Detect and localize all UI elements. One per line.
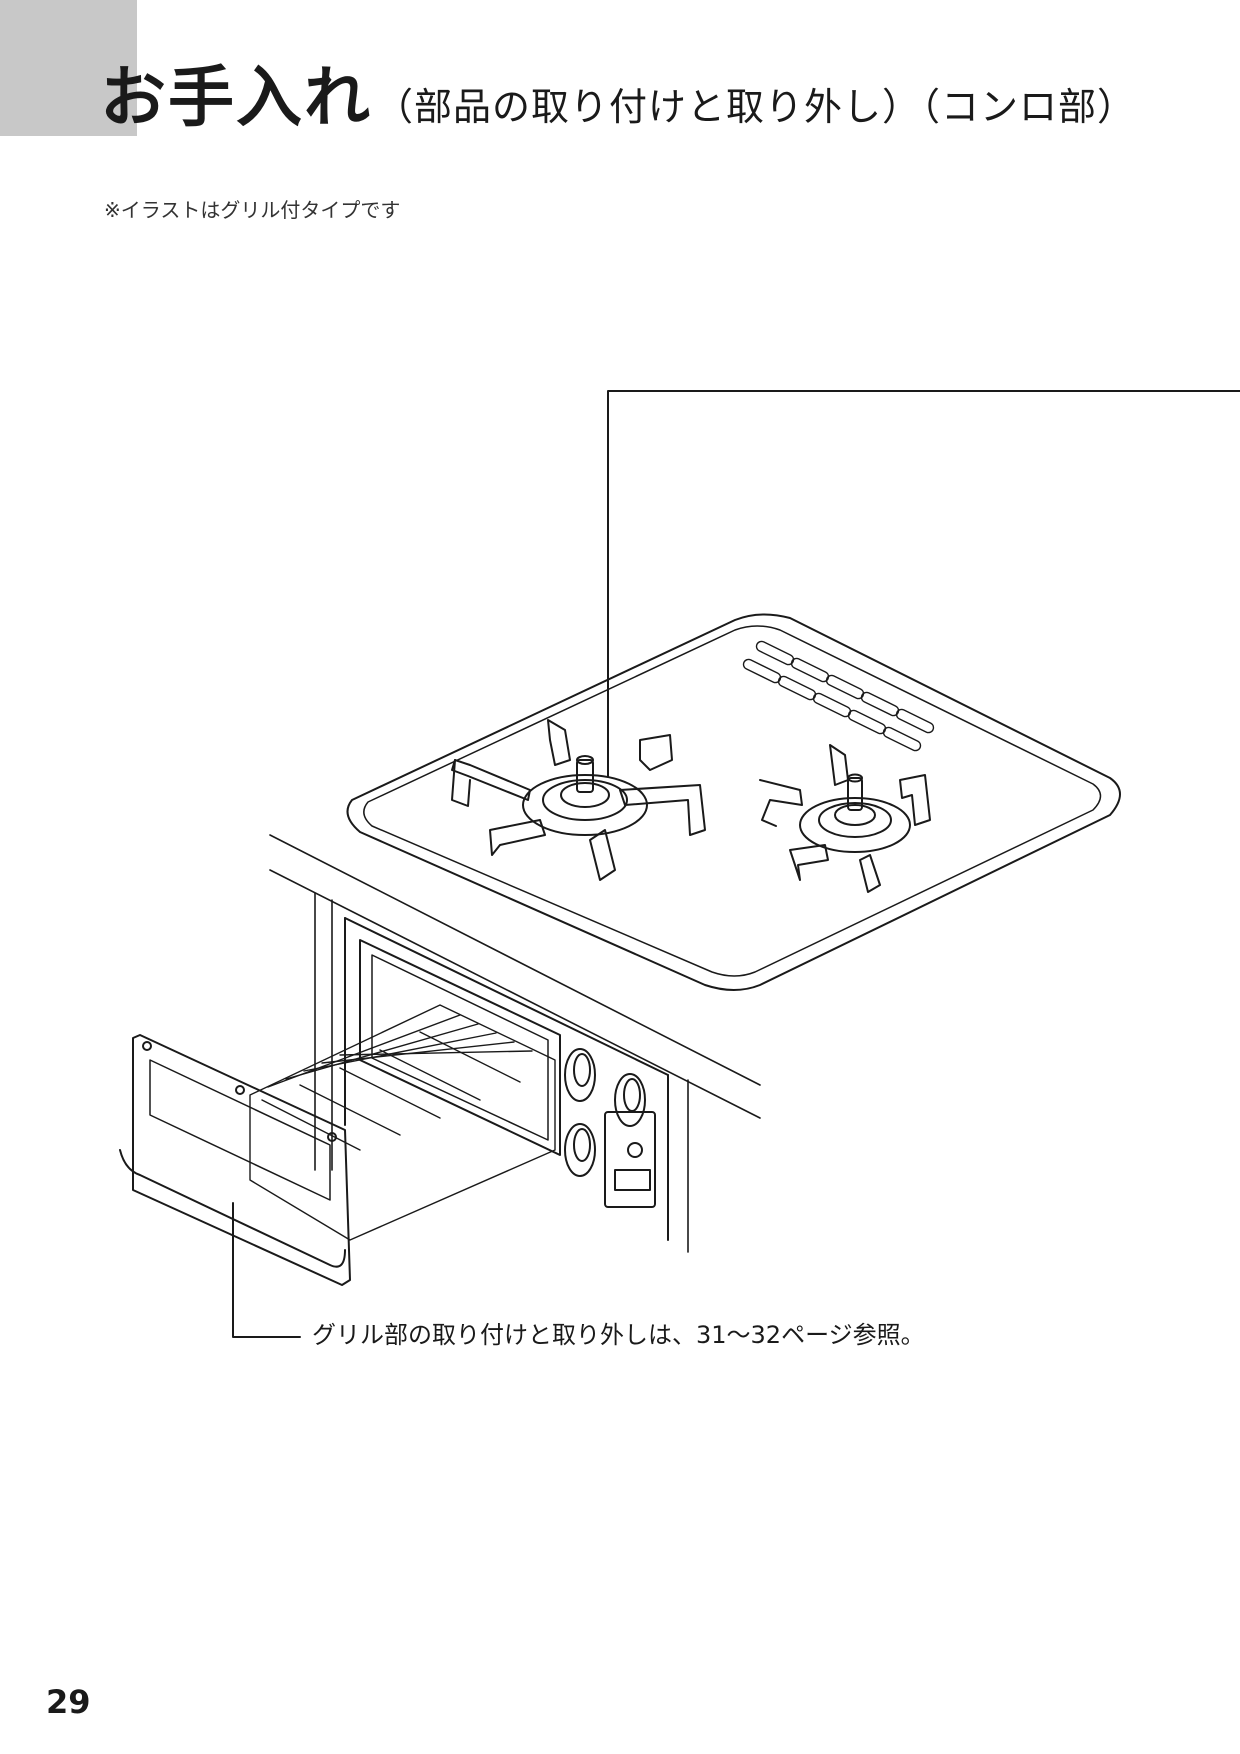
section-tab-block xyxy=(0,0,137,136)
page-subtitle: （部品の取り付けと取り外し）（コンロ部） xyxy=(375,85,1137,129)
grill-drawer-front xyxy=(120,1035,350,1285)
knob-right-top xyxy=(615,1074,645,1126)
countertop xyxy=(270,835,760,1252)
grill-callout-line xyxy=(233,1203,300,1337)
grill-callout-text: グリル部の取り付けと取り外しは、31～32ページ参照。 xyxy=(312,1321,925,1349)
burner-callout-line xyxy=(608,391,1240,777)
vent-slots xyxy=(742,640,935,753)
illustration-note: ※イラストはグリル付タイプです xyxy=(104,198,401,222)
right-burner xyxy=(760,745,930,892)
control-panel xyxy=(345,918,668,1240)
page-title: お手入れ xyxy=(100,59,372,136)
grill-cavity xyxy=(360,940,560,1155)
knob-left-top xyxy=(565,1049,595,1101)
page-number: 29 xyxy=(46,1683,91,1721)
grill-rack xyxy=(250,1005,555,1240)
left-burner xyxy=(452,720,705,880)
knob-grill xyxy=(565,1124,595,1176)
cooktop-plate xyxy=(348,614,1121,990)
